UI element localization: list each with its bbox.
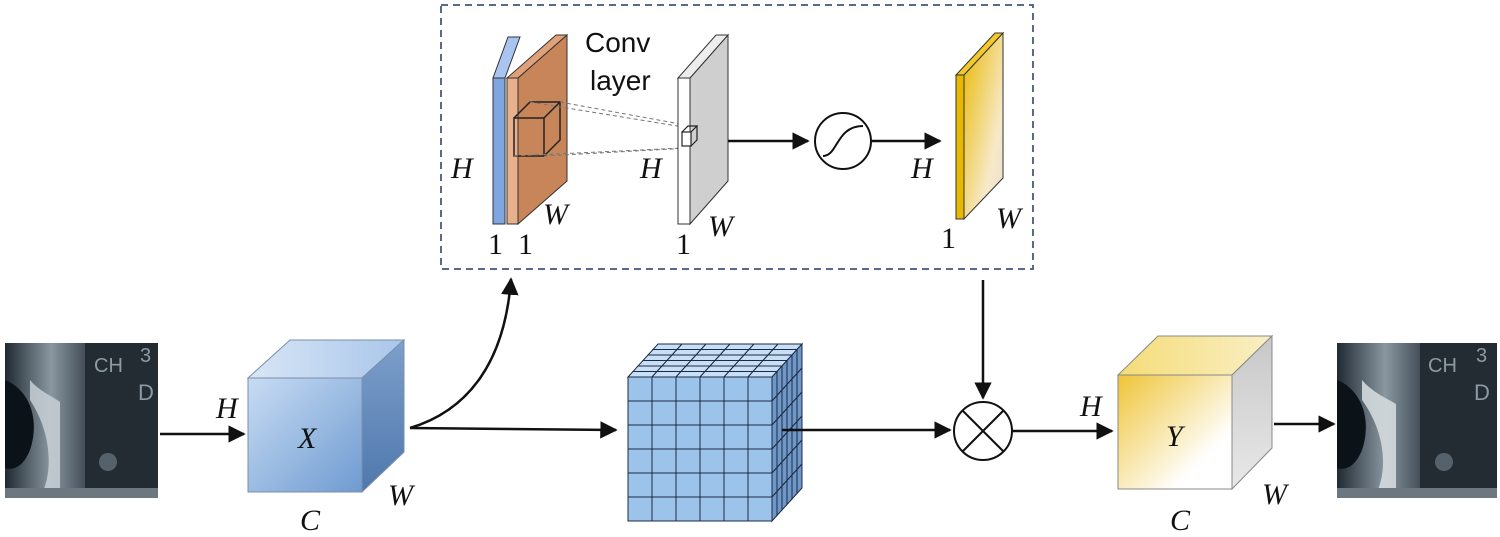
dim-h-label: H bbox=[215, 392, 240, 425]
depth-one-label: 1 bbox=[518, 228, 533, 261]
image-text-ch: CH bbox=[1428, 355, 1457, 377]
tensor-y-label: Y bbox=[1166, 420, 1186, 453]
grid-front-cell bbox=[627, 400, 653, 426]
dim-w-label: W bbox=[543, 198, 571, 231]
grid-front-cell bbox=[747, 376, 773, 402]
dim-c-label: C bbox=[300, 504, 321, 537]
image-text-3: 3 bbox=[140, 345, 151, 367]
grid-front-cell bbox=[675, 448, 701, 474]
arrow-x-to-grid bbox=[409, 421, 618, 439]
dim-h-label: H bbox=[910, 152, 935, 185]
dim-w-label: W bbox=[388, 479, 416, 512]
image-text-d: D bbox=[1474, 380, 1490, 405]
dim-w-label: W bbox=[996, 202, 1024, 235]
grid-side-cell bbox=[776, 484, 783, 517]
grid-front-cell bbox=[675, 400, 701, 426]
depth-one-label: 1 bbox=[676, 228, 691, 261]
grid-front-cell bbox=[723, 400, 749, 426]
grid-front-cell bbox=[747, 448, 773, 474]
grid-front-cell bbox=[675, 496, 701, 522]
pooled-map-orange bbox=[505, 33, 569, 226]
attention-weight-map bbox=[954, 31, 1005, 221]
grid-front-cell bbox=[747, 424, 773, 450]
input-tensor-x bbox=[246, 338, 406, 494]
grid-front-cell bbox=[699, 400, 725, 426]
grid-front-cell bbox=[651, 376, 677, 402]
grid-side-cell bbox=[791, 468, 798, 501]
dim-w-label: W bbox=[708, 210, 736, 243]
grid-front-cell bbox=[627, 496, 653, 522]
depth-one-label: 1 bbox=[941, 222, 956, 255]
grid-front-cell bbox=[699, 472, 725, 498]
image-text-ch: CH bbox=[94, 355, 123, 377]
grid-front-cell bbox=[747, 472, 773, 498]
grid-front-cell bbox=[651, 424, 677, 450]
grid-front-cell bbox=[651, 448, 677, 474]
grid-front-cell bbox=[651, 400, 677, 426]
grid-side-cell bbox=[771, 490, 778, 523]
pooled-map-blue bbox=[492, 36, 521, 225]
image-text-d: D bbox=[138, 380, 154, 405]
grid-front-cell bbox=[699, 448, 725, 474]
grid-front-cell bbox=[723, 448, 749, 474]
grid-front-cell bbox=[699, 424, 725, 450]
grid-side-cell bbox=[796, 462, 803, 495]
grid-front-cell bbox=[723, 472, 749, 498]
sigmoid-icon bbox=[814, 112, 872, 170]
dim-h-label: H bbox=[450, 152, 475, 185]
attention-branch-box bbox=[440, 4, 1034, 270]
grid-front-cell bbox=[651, 472, 677, 498]
dim-w-label: W bbox=[1262, 478, 1290, 511]
grid-front-cell bbox=[747, 400, 773, 426]
dim-h-label: H bbox=[1079, 390, 1104, 423]
conv-label-line1: Conv bbox=[585, 27, 650, 58]
grid-front-cell bbox=[675, 376, 701, 402]
dim-h-label: H bbox=[639, 152, 664, 185]
grid-front-cell bbox=[723, 424, 749, 450]
feature-grid-cube bbox=[626, 342, 804, 523]
grid-front-cell bbox=[699, 376, 725, 402]
image-text-3: 3 bbox=[1476, 345, 1487, 367]
grid-front-cell bbox=[675, 424, 701, 450]
grid-front-cell bbox=[675, 472, 701, 498]
output-tensor-y bbox=[1116, 334, 1274, 491]
input-image: CH 3 D bbox=[5, 343, 158, 498]
grid-front-cell bbox=[627, 472, 653, 498]
conv-output-map bbox=[676, 33, 730, 226]
grid-front-cell bbox=[627, 448, 653, 474]
grid-front-cell bbox=[699, 496, 725, 522]
grid-side-cell bbox=[786, 473, 793, 506]
grid-front-cell bbox=[723, 496, 749, 522]
depth-one-label: 1 bbox=[488, 228, 503, 261]
multiply-icon bbox=[953, 401, 1013, 461]
conv-kernel-cube bbox=[513, 101, 562, 157]
dim-c-label: C bbox=[1170, 504, 1191, 537]
grid-front-cell bbox=[627, 424, 653, 450]
tensor-x-label: X bbox=[297, 422, 318, 455]
grid-front-cell bbox=[651, 496, 677, 522]
grid-front-cell bbox=[723, 376, 749, 402]
grid-front-cell bbox=[627, 376, 653, 402]
arrow-to-attention-branch bbox=[409, 277, 519, 430]
conv-label-line2: layer bbox=[590, 65, 651, 96]
output-image: CH 3 D bbox=[1337, 343, 1497, 498]
grid-side-cell bbox=[781, 479, 788, 512]
grid-front-cell bbox=[747, 496, 773, 522]
